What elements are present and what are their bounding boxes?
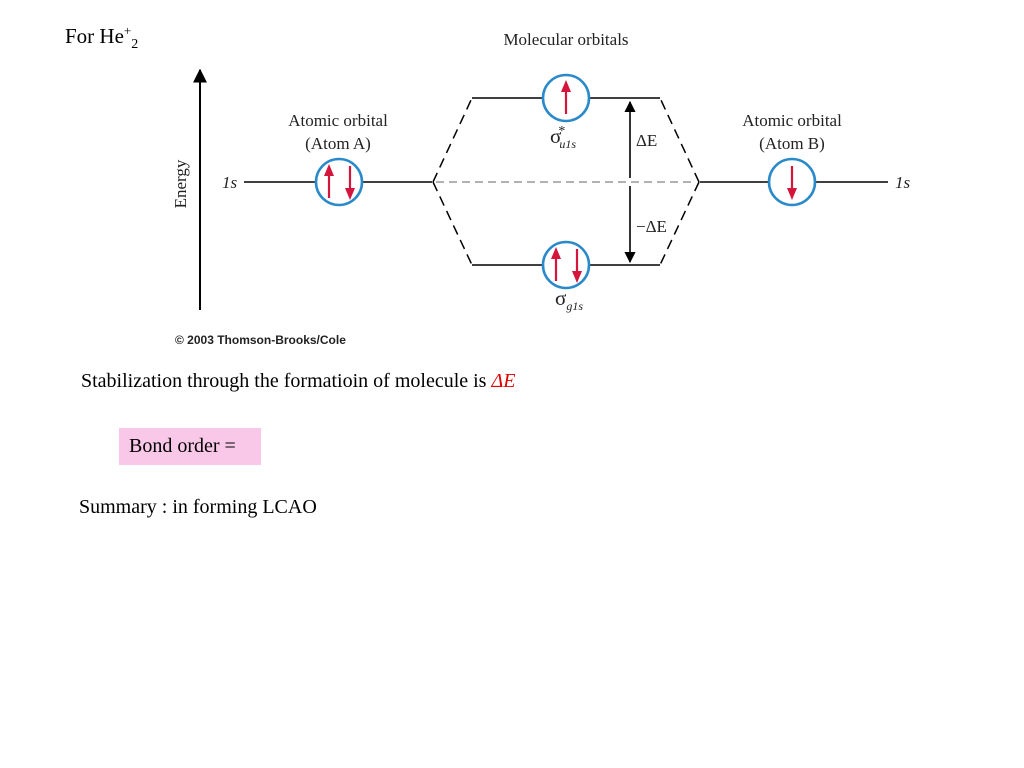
correlation-a-bonding [432,181,473,266]
bond-order-label: Bond order = [129,435,236,457]
delta-e-down-label: −ΔE [636,217,667,236]
correlation-b-antibonding [659,97,700,183]
stabilization-text: Stabilization through the formatioin of … [81,370,492,392]
bonding-electron-down-icon [572,249,582,283]
antibonding-electron-up-icon [561,80,571,114]
atom-b-label-line1: Atomic orbital [742,111,842,130]
mo-diagram: Energy Molecular orbitals Atomic orbital… [171,30,911,347]
atom-b-label-line2: (Atom B) [759,134,825,153]
copyright-text: © 2003 Thomson-Brooks/Cole [175,333,346,347]
title-prefix: For He [65,24,124,48]
antibonding-label: σ*u1s [550,124,576,151]
atom-a-label-line2: (Atom A) [305,134,371,153]
atom-a-electron-up-icon [324,164,334,198]
bonding-label: σg1s [555,286,583,313]
atom-a-orbital-label: 1s [222,173,238,192]
atom-a-label-line1: Atomic orbital [288,111,388,130]
atom-a-orbital-circle [314,157,364,207]
title-charge: + [123,23,132,38]
stabilization-symbol: ΔE [491,370,516,392]
summary-text: Summary : in forming LCAO [79,496,317,518]
stabilization-statement: Stabilization through the formatioin of … [81,370,515,393]
correlation-a-antibonding [432,97,473,183]
delta-e-up-label: ΔE [636,131,657,150]
atom-b-orbital-label: 1s [895,173,911,192]
bond-order-box: Bond order = [119,428,261,465]
atom-b-electron-down-icon [787,166,797,200]
atom-a-electron-down-icon [345,166,355,200]
energy-axis-label: Energy [171,159,190,208]
bonding-orbital-circle [541,240,591,290]
bonding-electron-up-icon [551,247,561,281]
mo-header: Molecular orbitals [503,30,628,49]
title-subscript: 2 [131,37,139,53]
slide-title: For He+2 [65,23,139,53]
